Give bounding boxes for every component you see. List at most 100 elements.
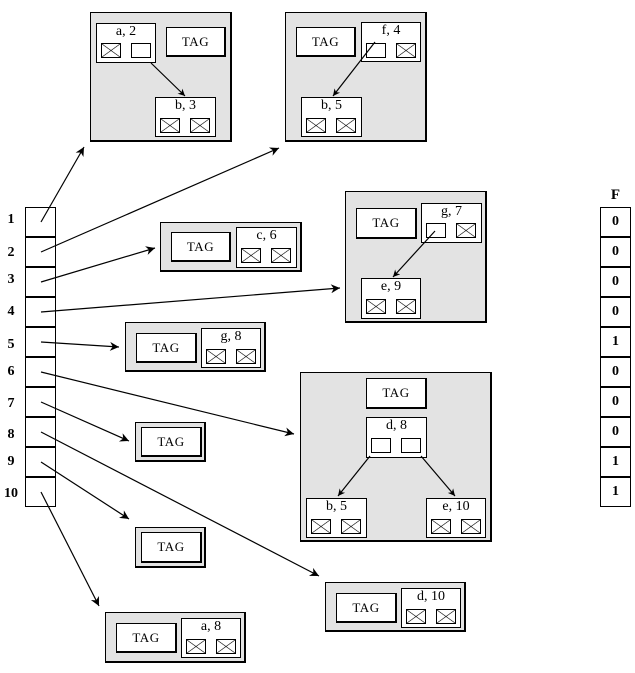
hash-index: 5 (7, 337, 15, 352)
flag-cell: 0 (600, 417, 631, 447)
flag-cell: 1 (600, 477, 631, 507)
null-pointer-cell (461, 519, 481, 534)
hash-slot (25, 387, 56, 417)
tag-box: TAG (141, 532, 202, 563)
tag-box: TAG (296, 27, 356, 57)
null-pointer-cell (241, 248, 261, 263)
flag-cell: 0 (600, 267, 631, 297)
hash-slot (25, 417, 56, 447)
flag-cell: 1 (600, 447, 631, 477)
tag-box: TAG (356, 208, 417, 239)
null-pointer-cell (311, 519, 331, 534)
null-pointer-cell (366, 299, 386, 314)
hash-index: 7 (7, 396, 15, 411)
node-label: b, 5 (326, 499, 347, 514)
structure-3: TAG c, 6 (160, 222, 302, 272)
node-label: a, 8 (200, 619, 222, 634)
arrow-slot-4 (40, 284, 341, 313)
hash-slot (25, 207, 56, 237)
node-label: c, 6 (256, 228, 277, 243)
node-label: b, 5 (321, 98, 342, 113)
node-label: e, 10 (442, 499, 470, 514)
null-pointer-cell (406, 609, 426, 624)
arrow-slot-3 (40, 246, 156, 283)
tree-node: b, 5 (301, 97, 362, 137)
node-label: d, 8 (386, 418, 407, 433)
null-pointer-cell (436, 609, 456, 624)
structure-5: TAG g, 8 (125, 322, 266, 372)
null-pointer-cell (306, 118, 326, 133)
tag-box: TAG (136, 333, 197, 363)
tag-box: TAG (366, 378, 427, 409)
flag-cell: 0 (600, 207, 631, 237)
structure-10: TAG a, 8 (105, 612, 246, 663)
hash-index: 1 (7, 212, 15, 227)
flag-header: F (610, 187, 621, 203)
flag-cell: 0 (600, 387, 631, 417)
hash-index: 8 (7, 427, 15, 442)
pointer-cell (371, 438, 391, 453)
node-label: a, 2 (115, 24, 137, 39)
hash-index: 2 (7, 245, 15, 260)
node-label: e, 9 (380, 279, 402, 294)
hash-slot (25, 237, 56, 267)
null-pointer-cell (396, 43, 416, 58)
node-label: f, 4 (381, 23, 401, 38)
structure-8: TAG (135, 527, 206, 568)
hash-slot (25, 447, 56, 477)
structure-1: a, 2 TAG b, 3 (90, 12, 232, 142)
tree-node: d, 10 (401, 588, 461, 628)
null-pointer-cell (396, 299, 416, 314)
pointer-cell (366, 43, 386, 58)
hash-slot (25, 327, 56, 357)
null-pointer-cell (236, 349, 256, 364)
null-pointer-cell (206, 349, 226, 364)
tag-box: TAG (116, 623, 177, 653)
node-label: g, 8 (220, 329, 242, 344)
hash-index: 10 (4, 486, 18, 501)
node-label: d, 10 (417, 589, 445, 604)
tree-node: d, 8 (366, 417, 427, 458)
tree-node: g, 7 (421, 203, 482, 243)
node-label: g, 7 (441, 204, 462, 219)
pointer-cell (426, 223, 446, 238)
tree-node: a, 8 (181, 618, 241, 658)
structure-4: TAG g, 7 e, 9 (345, 191, 487, 323)
flag-cell: 1 (600, 327, 631, 357)
tree-node: b, 3 (155, 97, 216, 137)
tag-box: TAG (171, 232, 231, 262)
tree-node: b, 5 (306, 498, 367, 538)
structure-7: TAG (135, 422, 206, 462)
null-pointer-cell (160, 118, 180, 133)
hash-slot (25, 297, 56, 327)
tree-node: e, 10 (426, 498, 486, 538)
null-pointer-cell (101, 43, 121, 58)
hash-slot (25, 267, 56, 297)
hash-index: 3 (7, 272, 15, 287)
tree-node: a, 2 (96, 23, 156, 63)
tree-node: g, 8 (201, 328, 261, 368)
node-label: b, 3 (175, 98, 196, 113)
flag-cell: 0 (600, 297, 631, 327)
tag-box: TAG (336, 593, 397, 623)
null-pointer-cell (336, 118, 356, 133)
hash-index: 9 (7, 454, 15, 469)
structure-6: TAG d, 8 b, 5 e, 10 (300, 372, 492, 542)
structure-2: TAG f, 4 b, 5 (285, 12, 427, 142)
tree-node: f, 4 (361, 22, 421, 62)
null-pointer-cell (341, 519, 361, 534)
structure-9: TAG d, 10 (325, 582, 466, 632)
hash-index: 4 (7, 304, 15, 319)
null-pointer-cell (271, 248, 291, 263)
tag-box: TAG (141, 427, 202, 457)
tree-node: e, 9 (361, 278, 421, 319)
hash-slot (25, 477, 56, 507)
flag-cell: 0 (600, 237, 631, 267)
tree-node: c, 6 (236, 227, 297, 268)
hash-slot (25, 357, 56, 387)
pointer-cell (131, 43, 151, 58)
null-pointer-cell (431, 519, 451, 534)
null-pointer-cell (186, 639, 206, 654)
null-pointer-cell (190, 118, 210, 133)
pointer-cell (401, 438, 421, 453)
